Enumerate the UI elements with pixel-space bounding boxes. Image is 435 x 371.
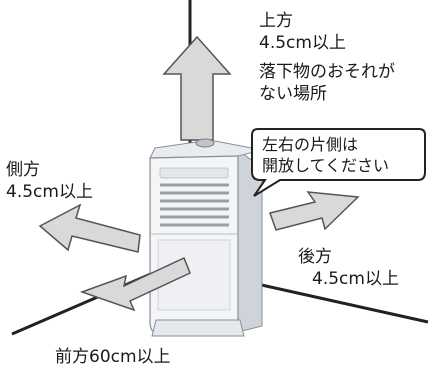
top-label-line2: 4.5cm以上	[259, 33, 346, 53]
top-label-line3: 落下物のおそれが	[259, 62, 395, 82]
callout-text: 左右の片側は 開放してください	[262, 134, 389, 176]
back-label: 後方 4.5cm以上	[298, 246, 399, 290]
up-arrow	[162, 35, 232, 141]
back-arrow	[269, 191, 360, 231]
heater-illustration	[149, 138, 263, 337]
front-label: 前方60cm以上	[55, 346, 171, 368]
front-label-line1: 前方60cm以上	[55, 347, 171, 367]
top-label: 上方 4.5cm以上 落下物のおそれが ない場所	[259, 10, 395, 105]
top-label-line4: ない場所	[259, 84, 327, 104]
left-arrow	[38, 203, 141, 253]
floor-right-line	[229, 276, 429, 324]
back-label-line2: 4.5cm以上	[312, 269, 399, 289]
callout-line2: 開放してください	[262, 156, 390, 175]
side-label-line1: 側方	[6, 160, 40, 180]
callout-bubble	[251, 128, 426, 197]
back-label-line1: 後方	[298, 247, 332, 267]
side-label-line2: 4.5cm以上	[6, 182, 93, 202]
side-label: 側方 4.5cm以上	[6, 159, 93, 203]
front-arrow	[79, 256, 191, 312]
callout-line1: 左右の片側は	[262, 135, 359, 154]
top-label-line1: 上方	[259, 11, 293, 31]
